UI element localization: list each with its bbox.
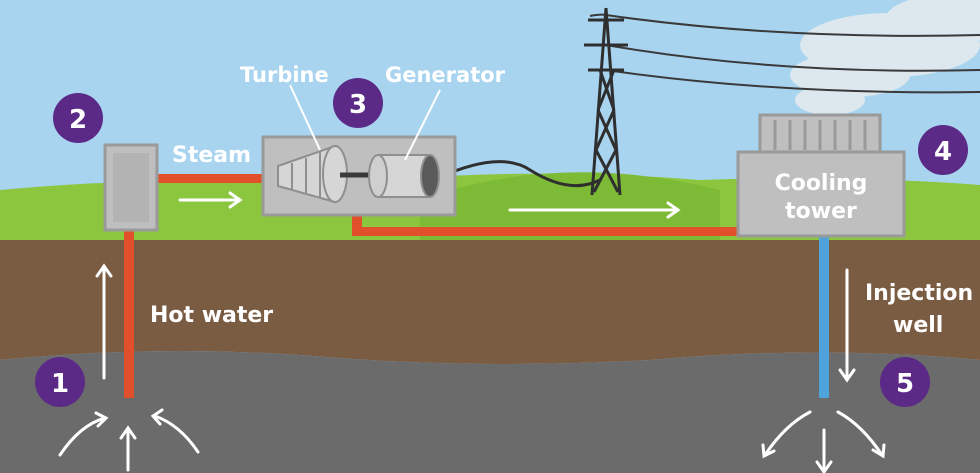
return-pipe-down [352, 214, 362, 236]
separator-inner [113, 153, 149, 222]
hot-water-pipe [124, 228, 134, 398]
injection-pipe [819, 236, 829, 398]
turbine-icon [277, 144, 348, 204]
badge-5: 5 [880, 357, 930, 407]
power-lines [589, 13, 980, 94]
transmission-tower [584, 7, 628, 196]
label-pointers [289, 84, 441, 161]
svg-text:5: 5 [896, 369, 914, 399]
generator-label: Generator [385, 63, 506, 87]
badge-2: 2 [53, 93, 103, 143]
badge-4: 4 [918, 125, 968, 175]
svg-text:2: 2 [69, 105, 87, 135]
svg-text:4: 4 [934, 137, 952, 167]
hot-water-label: Hot water [150, 303, 273, 328]
injection-well-label-line2: well [893, 313, 943, 338]
flow-arrows [58, 191, 886, 473]
steam-cloud [790, 0, 980, 115]
soil-layer [0, 240, 980, 364]
cooling-tower [736, 113, 906, 238]
hot-pipes [124, 174, 742, 398]
return-pipe [352, 227, 742, 236]
svg-text:1: 1 [51, 369, 69, 399]
cooling-tower-label-line2: tower [785, 199, 857, 224]
steam-pipe [155, 174, 265, 183]
badge-3: 3 [333, 78, 383, 128]
turbine-label: Turbine [240, 63, 329, 87]
cooling-tower-label-line1: Cooling [775, 171, 868, 196]
generator-icon [368, 154, 440, 198]
injection-well-label-line1: Injection [865, 281, 973, 306]
badge-1: 1 [35, 357, 85, 407]
steam-label: Steam [172, 143, 251, 168]
svg-text:3: 3 [349, 90, 367, 120]
generator-cable [437, 160, 601, 188]
rock-layer [0, 351, 980, 473]
